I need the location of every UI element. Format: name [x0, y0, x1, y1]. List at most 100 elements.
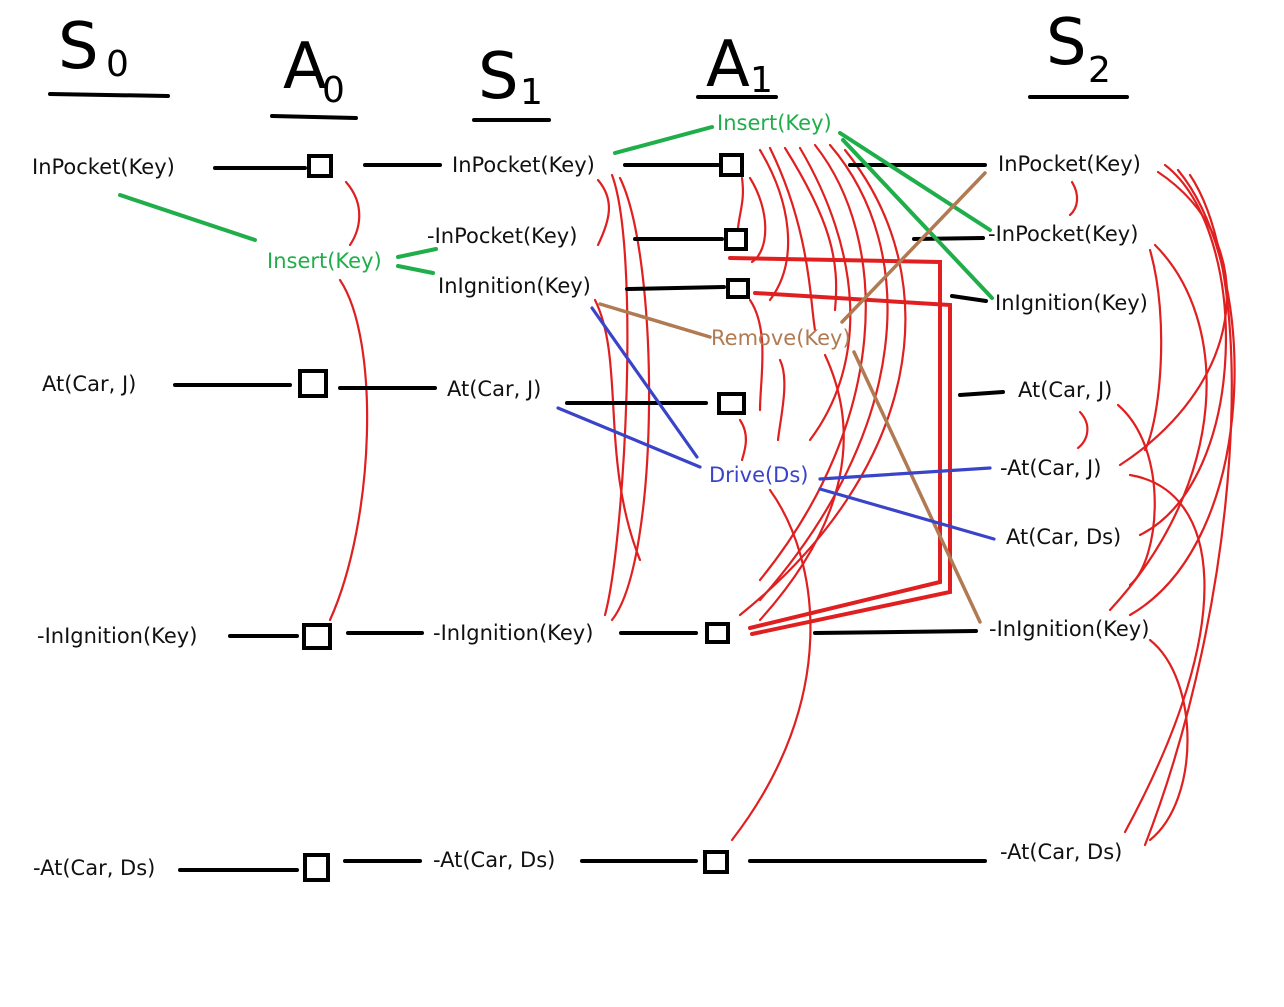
noop-link — [958, 390, 1005, 397]
header-s2: S 2 — [1028, 6, 1129, 99]
noop-box — [717, 392, 746, 415]
s0-at-car-j: At(Car, J) — [42, 372, 136, 396]
s1-not-inpocket-key: -InPocket(Key) — [427, 224, 577, 248]
header-a0-letter: A — [283, 30, 327, 104]
noop-box — [703, 850, 729, 874]
s1-at-car-j: At(Car, J) — [447, 377, 541, 401]
insert-effect-link — [838, 131, 992, 232]
header-a1-subscript: 1 — [750, 60, 773, 101]
s2-at-car-ds: At(Car, Ds) — [1006, 525, 1121, 549]
mutex-link — [1068, 180, 1079, 217]
noop-box — [307, 154, 333, 178]
insert-precondition-link — [118, 193, 257, 242]
column-s2: InPocket(Key) -InPocket(Key) InIgnition(… — [988, 152, 1149, 864]
mutex-link — [1108, 243, 1208, 612]
mutex-bracket — [750, 291, 952, 636]
noop-link — [625, 285, 726, 291]
insert-effect-link — [396, 247, 438, 259]
mutex-link — [768, 146, 817, 332]
mutex-link — [610, 176, 651, 622]
column-a1: Insert(Key) Remove(Key) Drive(Ds) — [709, 111, 851, 487]
mutex-link — [1123, 473, 1206, 834]
noop-box — [726, 278, 750, 299]
mutex-link — [1148, 638, 1189, 842]
noop-box — [724, 228, 748, 251]
noop-boxes-a1 — [703, 153, 750, 874]
mutex-link — [1076, 410, 1089, 450]
s2-not-at-car-ds: -At(Car, Ds) — [1000, 840, 1122, 864]
s0-inpocket-key: InPocket(Key) — [32, 155, 175, 179]
s2-inignition-key: InIgnition(Key) — [995, 291, 1148, 315]
s1-not-inignition-key: -InIgnition(Key) — [433, 621, 593, 645]
mutex-link — [758, 148, 790, 302]
mutex-link — [344, 180, 361, 247]
header-a0-underline — [270, 114, 358, 120]
insert-effect-link — [841, 138, 994, 300]
drive-effect-link — [818, 466, 992, 481]
drive-precondition-link — [556, 406, 702, 469]
s2-inpocket-key: InPocket(Key) — [998, 152, 1141, 176]
a0-insert-key-action: Insert(Key) — [267, 249, 382, 273]
header-s1: S 1 — [472, 40, 551, 122]
a1-remove-key-action: Remove(Key) — [711, 326, 851, 350]
column-s0: InPocket(Key) At(Car, J) -InIgnition(Key… — [32, 155, 197, 880]
remove-links — [598, 171, 987, 624]
header-s1-letter: S — [478, 40, 519, 114]
drive-links — [556, 306, 996, 541]
header-s0-underline — [48, 92, 170, 98]
header-a0: A 0 — [270, 30, 358, 120]
s1-inignition-key: InIgnition(Key) — [438, 274, 591, 298]
mutex-link — [730, 488, 812, 842]
noop-box — [719, 153, 744, 177]
insert-links-a1 — [613, 125, 994, 300]
header-s1-subscript: 1 — [520, 72, 543, 113]
s0-not-at-car-ds: -At(Car, Ds) — [33, 856, 155, 880]
noop-link — [912, 236, 985, 241]
mutex-link — [758, 143, 867, 582]
header-a1-letter: A — [706, 28, 750, 102]
mutex-link — [736, 176, 745, 230]
drive-effect-link — [818, 487, 996, 541]
mutex-link — [1143, 248, 1163, 452]
mutex-link — [748, 176, 767, 264]
mutex-link — [776, 358, 786, 442]
column-s1: InPocket(Key) -InPocket(Key) InIgnition(… — [427, 153, 595, 872]
mutex-link — [1143, 173, 1233, 847]
header-s0-subscript: 0 — [106, 44, 129, 85]
mutex-links — [328, 143, 1236, 847]
noop-link — [950, 294, 988, 303]
s1-inpocket-key: InPocket(Key) — [452, 153, 595, 177]
mutex-link — [328, 278, 369, 622]
mutex-link — [738, 148, 907, 617]
persistence-links — [173, 163, 1005, 872]
mutex-link — [1118, 170, 1228, 467]
mutex-bracket — [728, 256, 942, 630]
mutex-link — [1128, 168, 1236, 617]
s2-at-car-j: At(Car, J) — [1018, 378, 1112, 402]
mutex-link — [783, 146, 838, 312]
mutex-link — [758, 143, 889, 602]
s2-not-at-car-j: -At(Car, J) — [1000, 456, 1101, 480]
noop-box — [303, 853, 330, 882]
mutex-link — [603, 173, 629, 617]
mutex-link — [758, 353, 845, 622]
mutex-link — [596, 178, 611, 247]
insert-links-a0 — [118, 193, 438, 275]
s1-not-at-car-ds: -At(Car, Ds) — [433, 848, 555, 872]
remove-effect-link — [852, 350, 982, 624]
header-s2-letter: S — [1046, 6, 1087, 80]
header-s0-letter: S — [58, 10, 99, 84]
remove-precondition-link — [598, 302, 712, 339]
header-a0-subscript: 0 — [322, 70, 345, 111]
mutex-link — [748, 298, 764, 412]
noop-box — [302, 623, 332, 650]
noop-box — [298, 369, 328, 398]
a1-insert-key-action: Insert(Key) — [717, 111, 832, 135]
mutex-link — [1116, 403, 1156, 587]
noop-link — [813, 629, 978, 635]
header-a1: A 1 — [696, 28, 778, 102]
noop-box — [705, 622, 730, 644]
s0-not-inignition-key: -InIgnition(Key) — [37, 624, 197, 648]
mutex-link — [593, 298, 642, 562]
